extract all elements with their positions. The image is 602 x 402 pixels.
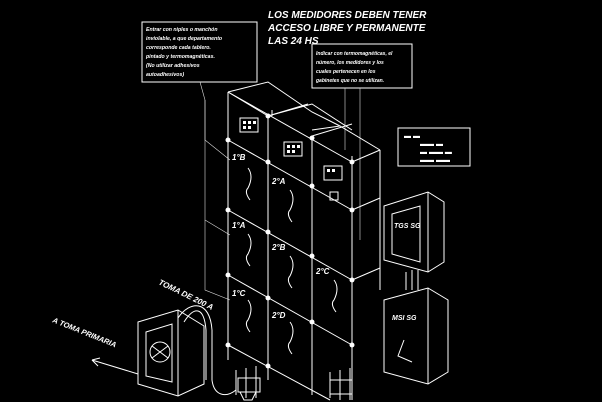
note-left-line: (No utilizar adhesivos <box>146 63 200 69</box>
arrow-primary <box>91 357 139 375</box>
note-right-line: gabinetes que no se utilizan. <box>315 78 384 84</box>
note-left-line: inviolable, a que departamento <box>146 36 222 42</box>
bolt-icon <box>225 342 231 348</box>
toma-box <box>137 309 205 397</box>
meter-displays <box>239 117 343 181</box>
bolt-icon <box>309 135 315 141</box>
note-left-line: corresponde cada tablero. <box>146 45 211 51</box>
note-right-line: número, los medidores y los <box>316 60 384 66</box>
bolt-icon <box>225 207 231 213</box>
leader-line <box>204 100 231 236</box>
meter-display <box>283 141 303 157</box>
title-line-3: LAS 24 HS <box>268 36 319 47</box>
bolt-icon <box>309 183 315 189</box>
bolt-icon <box>265 229 271 235</box>
legend-mark: ▬ ▬▬ ▬ <box>420 149 452 156</box>
note-left-line: pintado y termomagnéticas. <box>145 54 215 60</box>
bolt-icon <box>225 137 231 143</box>
note-right-line: Indicar con termomagnéticas, el <box>316 51 393 57</box>
bolt-icon <box>349 159 355 165</box>
bolt-icon <box>349 342 355 348</box>
meter-display <box>323 165 343 181</box>
note-right-box <box>311 43 413 89</box>
note-left-box <box>141 21 258 83</box>
toma-primaria-label: A TOMA PRIMARIA <box>50 315 117 349</box>
title-line-1: LOS MEDIDORES DEBEN TENER <box>268 10 427 21</box>
bolt-icon <box>265 113 271 119</box>
bolt-icon <box>265 295 271 301</box>
meter-display <box>239 117 259 133</box>
toma-200-label: TOMA DE 200 A <box>157 278 215 312</box>
legend-mark: ▬▬ ▬▬ <box>420 157 450 164</box>
legend-box <box>397 127 471 167</box>
note-left-line: Entrar con niples o manchón <box>146 27 217 33</box>
bolt-icon <box>349 207 355 213</box>
msi-label: MSI SG <box>392 315 417 322</box>
apartment-label: 1°B <box>232 153 246 162</box>
apartment-label: 2°A <box>271 177 286 186</box>
note-left-text: Entrar con niples o manchón inviolable, … <box>145 27 222 78</box>
cable-loops <box>245 167 339 355</box>
bolt-icon <box>309 253 315 259</box>
apartment-label: 1°A <box>232 221 246 230</box>
note-right-line: cuales pertenecen en los <box>316 69 376 75</box>
apartment-label: 2°B <box>271 243 286 252</box>
msi-cabinet <box>383 270 449 385</box>
bolts <box>225 113 355 369</box>
legend-mark: ▬▬ ▬ <box>420 141 443 148</box>
leader-line <box>199 81 231 161</box>
note-left-line: autoadhesivos) <box>146 72 184 78</box>
meter-cabinet <box>227 81 381 401</box>
legend-mark: ▬ ▬ <box>404 133 420 140</box>
bolt-icon <box>265 159 271 165</box>
title-line-2: ACCESO LIBRE Y PERMANENTE <box>267 23 426 34</box>
bolt-icon <box>225 272 231 278</box>
leader-line <box>204 220 231 301</box>
apartment-label: 2°C <box>315 267 330 276</box>
tgs-cabinet <box>383 191 445 290</box>
bottom-fittings <box>237 377 353 401</box>
apartment-label: 1°C <box>232 289 246 298</box>
tgs-label: TGS SG <box>394 223 421 230</box>
legend-marks: ▬ ▬ ▬▬ ▬ ▬ ▬▬ ▬ ▬▬ ▬▬ <box>404 133 452 164</box>
bolt-icon <box>349 277 355 283</box>
bolt-icon <box>265 363 271 369</box>
bolt-icon <box>309 319 315 325</box>
note-right-text: Indicar con termomagnéticas, el número, … <box>315 51 393 84</box>
apartment-label: 2°D <box>271 311 286 320</box>
